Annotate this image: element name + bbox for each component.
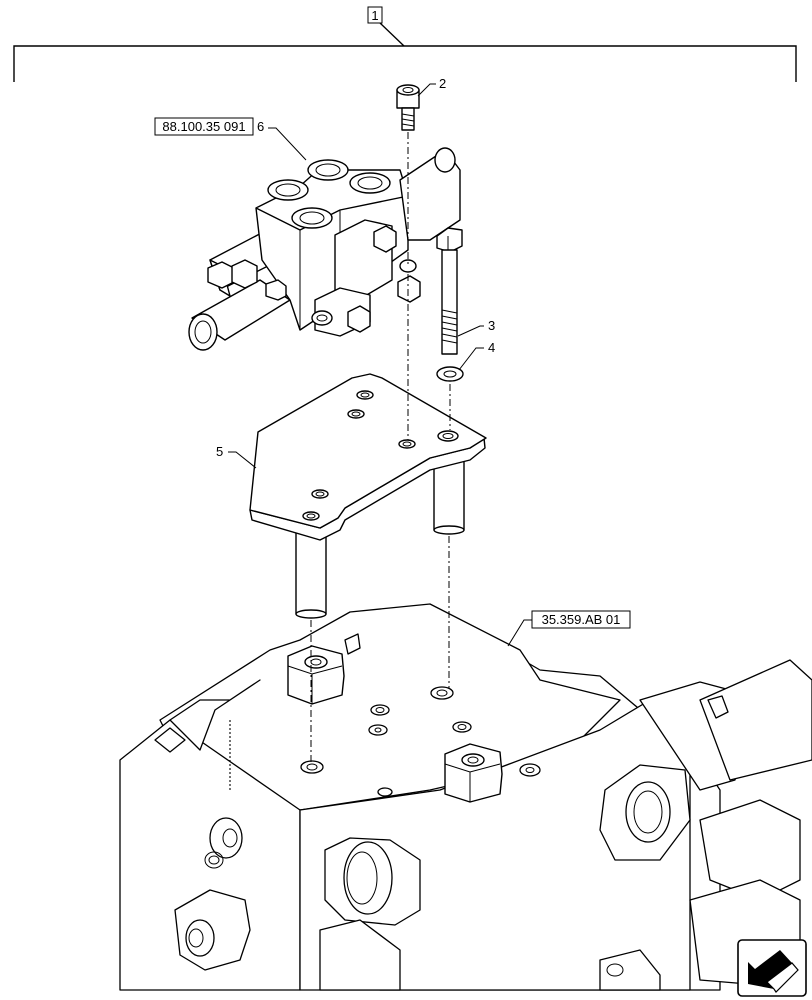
svg-text:2: 2 bbox=[439, 76, 446, 91]
callout-3: 3 bbox=[457, 318, 495, 337]
svg-text:6: 6 bbox=[257, 119, 264, 134]
callout-5: 5 bbox=[216, 444, 257, 469]
callout-4: 4 bbox=[458, 340, 495, 371]
alignment-lines bbox=[310, 132, 451, 762]
hex-bolt bbox=[436, 227, 463, 355]
valve-reference-box bbox=[154, 117, 254, 136]
mounting-plate bbox=[249, 373, 487, 619]
washer bbox=[436, 366, 464, 382]
valve-reference: 88.100.35 091 bbox=[162, 119, 245, 134]
svg-text:4: 4 bbox=[488, 340, 495, 355]
callout-6: 88.100.35 091 6 bbox=[154, 117, 307, 161]
next-page-arrow-icon[interactable] bbox=[737, 939, 807, 997]
cap-screw bbox=[396, 84, 420, 131]
callout-2: 2 bbox=[417, 76, 446, 97]
group-callout-box bbox=[367, 6, 383, 24]
group-callout-label: 1 bbox=[371, 8, 378, 23]
housing-reference: 35.359.AB 01 bbox=[542, 612, 621, 627]
control-valve-housing bbox=[119, 603, 812, 991]
group-bracket: 1 bbox=[13, 6, 797, 82]
svg-text:3: 3 bbox=[488, 318, 495, 333]
sectional-valve bbox=[188, 147, 461, 351]
housing-reference-callout: 35.359.AB 01 bbox=[507, 610, 631, 647]
svg-text:5: 5 bbox=[216, 444, 223, 459]
